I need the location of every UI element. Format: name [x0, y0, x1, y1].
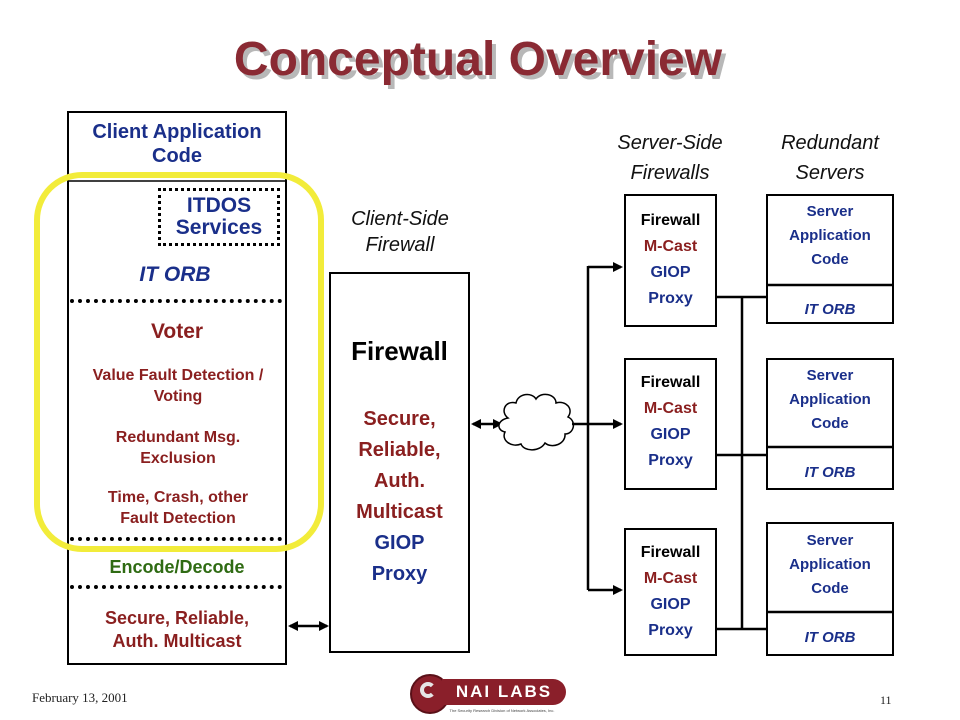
sf1-l1: Firewall — [640, 212, 701, 229]
server-2-text: Server Application Code — [768, 364, 892, 436]
s1-l3: Code — [811, 251, 849, 268]
voter-item-3: Time, Crash, other Fault Detection — [107, 489, 249, 527]
feature-line-3: Auth. — [373, 470, 426, 492]
itdos-services-label: ITDOS Services — [175, 194, 263, 239]
server-firewall-3 — [624, 528, 717, 656]
server-firewalls-caption: Server-Side Firewalls — [590, 128, 750, 188]
s1-l1: Server — [806, 203, 854, 220]
giop-line-2: Proxy — [371, 563, 428, 585]
divider-2 — [70, 537, 282, 541]
redundant-servers-caption-line1: Redundant — [781, 132, 879, 154]
footer-date: February 13, 2001 — [32, 690, 128, 705]
highlight-outline — [34, 172, 324, 552]
network-cloud-icon — [498, 393, 575, 451]
server-2-orb: IT ORB — [804, 464, 856, 481]
voter-item-2: Redundant Msg. Exclusion — [115, 429, 241, 467]
client-firewall-features: Secure, Reliable, Auth. Multicast — [331, 404, 468, 528]
redundant-servers-caption: Redundant Servers — [750, 128, 910, 188]
sf2-l4: Proxy — [648, 452, 693, 469]
sf2-l3: GIOP — [650, 426, 691, 443]
server-box-3 — [766, 522, 894, 656]
server-3-text: Server Application Code — [768, 529, 892, 601]
s3-l3: Code — [811, 580, 849, 597]
server-firewall-2-text: Firewall M-Cast GIOP Proxy — [626, 370, 715, 474]
sf1-l2: M-Cast — [643, 238, 698, 255]
client-firewall-caption-line1: Client-Side — [351, 208, 449, 230]
sf3-l2: M-Cast — [643, 570, 698, 587]
voter-item-1: Value Fault Detection / Voting — [92, 367, 264, 405]
server-firewall-1-text: Firewall M-Cast GIOP Proxy — [626, 208, 715, 312]
sf1-l3: GIOP — [650, 264, 691, 281]
s2-l1: Server — [806, 367, 854, 384]
client-firewall-box — [329, 272, 470, 653]
voter-title: Voter — [150, 320, 204, 343]
client-firewall-caption: Client-Side Firewall — [320, 206, 480, 258]
page-number: 11 — [880, 693, 892, 707]
logo-swirl-icon — [420, 682, 436, 698]
page-title-shadow: Conceptual Overview — [237, 37, 727, 90]
sf3-l1: Firewall — [640, 544, 701, 561]
giop-line-1: GIOP — [374, 532, 425, 554]
server-firewall-2 — [624, 358, 717, 490]
logo-tagline: The Security Research Division of Networ… — [449, 708, 555, 713]
client-firewall-caption-line2: Firewall — [365, 234, 435, 256]
server-1-text: Server Application Code — [768, 200, 892, 272]
feature-line-2: Reliable, — [358, 439, 441, 461]
redundant-servers-caption-line2: Servers — [795, 162, 865, 184]
server-3-orb: IT ORB — [804, 629, 856, 646]
feature-line-1: Secure, — [363, 408, 436, 430]
sf2-l1: Firewall — [640, 374, 701, 391]
itdos-services: ITDOS Services — [158, 188, 280, 246]
s3-l1: Server — [806, 532, 854, 549]
s1-l2: Application — [789, 227, 871, 244]
divider-3 — [70, 585, 282, 589]
client-firewall-giop: GIOP Proxy — [331, 528, 468, 590]
divider-1 — [70, 299, 282, 303]
sf3-l3: GIOP — [650, 596, 691, 613]
server-1-orb: IT ORB — [804, 301, 856, 318]
s2-l2: Application — [789, 391, 871, 408]
feature-line-4: Multicast — [356, 501, 443, 523]
client-it-orb: IT ORB — [139, 263, 211, 286]
server-firewalls-caption-line2: Firewalls — [630, 162, 710, 184]
sf3-l4: Proxy — [648, 622, 693, 639]
sf1-l4: Proxy — [648, 290, 693, 307]
server-box-1 — [766, 194, 894, 324]
client-firewall-title: Firewall — [351, 336, 448, 366]
server-box-2 — [766, 358, 894, 490]
sf2-l2: M-Cast — [643, 400, 698, 417]
server-firewall-3-text: Firewall M-Cast GIOP Proxy — [626, 540, 715, 644]
server-firewalls-caption-line1: Server-Side — [617, 132, 723, 154]
server-firewall-1 — [624, 194, 717, 327]
client-multicast: Secure, Reliable, Auth. Multicast — [104, 608, 250, 651]
client-app-header: Client Application Code — [92, 121, 262, 167]
logo-text: NAI LABS — [442, 679, 566, 705]
nai-labs-logo: NAI LABS The Security Research Division … — [408, 672, 570, 718]
s3-l2: Application — [789, 556, 871, 573]
page-title: Conceptual Overview — [233, 33, 723, 86]
s2-l3: Code — [811, 415, 849, 432]
encode-decode: Encode/Decode — [109, 557, 245, 577]
